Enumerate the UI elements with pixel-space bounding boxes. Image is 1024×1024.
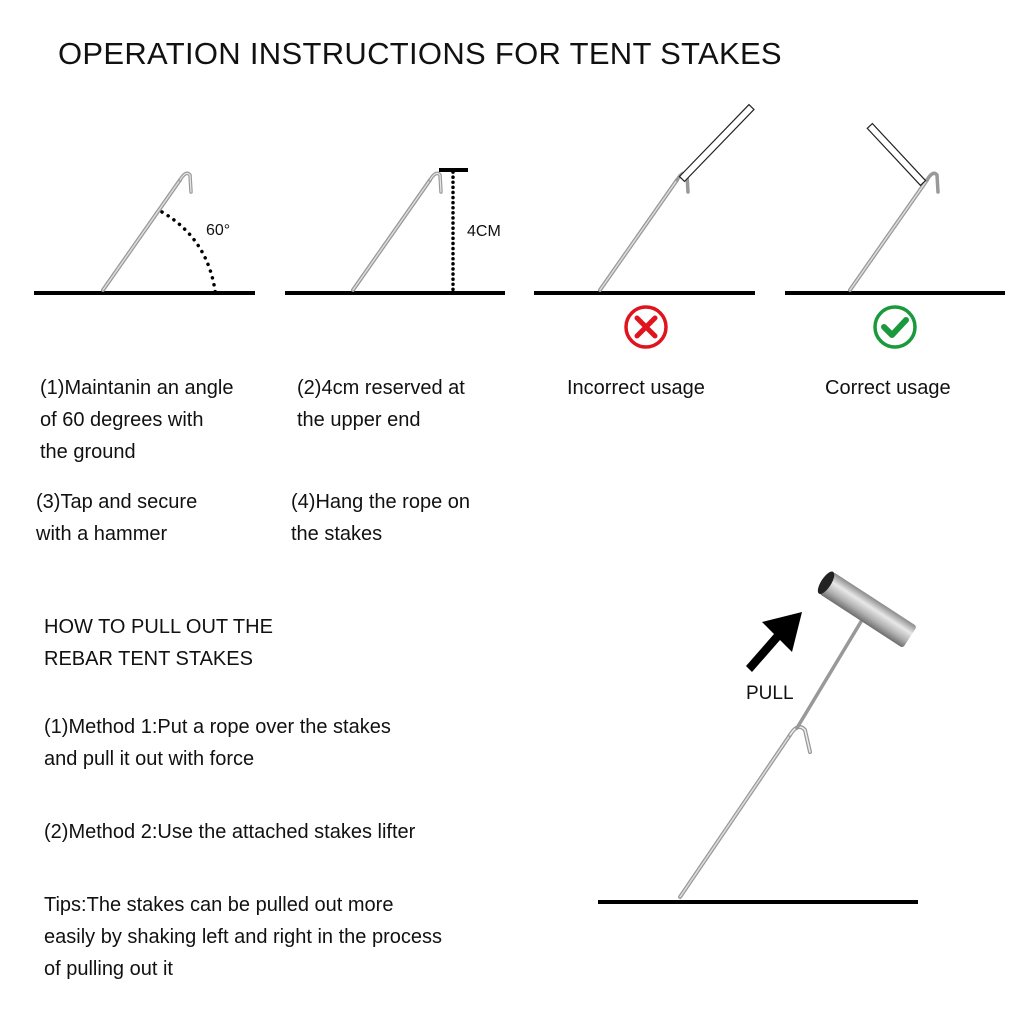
incorrect-usage-label: Incorrect usage [567, 377, 705, 399]
rope-strip [678, 103, 755, 183]
diagram-height [285, 168, 505, 295]
angle-label: 60° [206, 222, 231, 239]
stake-icon [351, 171, 443, 292]
diagram-angle [34, 171, 255, 300]
stake-icon [678, 724, 812, 899]
x-circle-icon [624, 305, 668, 349]
page-title: OPERATION INSTRUCTIONS FOR TENT STAKES [58, 36, 782, 71]
diagram-incorrect [534, 103, 755, 349]
lifter-handle-icon [817, 571, 916, 647]
pull-label: PULL [746, 683, 794, 704]
angle-arc [160, 210, 218, 300]
height-label: 4CM [467, 223, 501, 240]
correct-usage-label: Correct usage [825, 377, 951, 399]
lifter-shaft [795, 618, 864, 730]
pull-arrow-icon [746, 612, 802, 672]
diagram-pull [598, 571, 918, 904]
check-circle-icon [873, 305, 917, 349]
stake-icon [101, 171, 193, 292]
diagram-correct [785, 122, 1005, 349]
stake-icon [598, 171, 690, 292]
method2-text: (2)Method 2:Use the attached stakes lift… [44, 821, 416, 843]
stake-icon [848, 171, 940, 292]
rope-strip [866, 122, 927, 187]
